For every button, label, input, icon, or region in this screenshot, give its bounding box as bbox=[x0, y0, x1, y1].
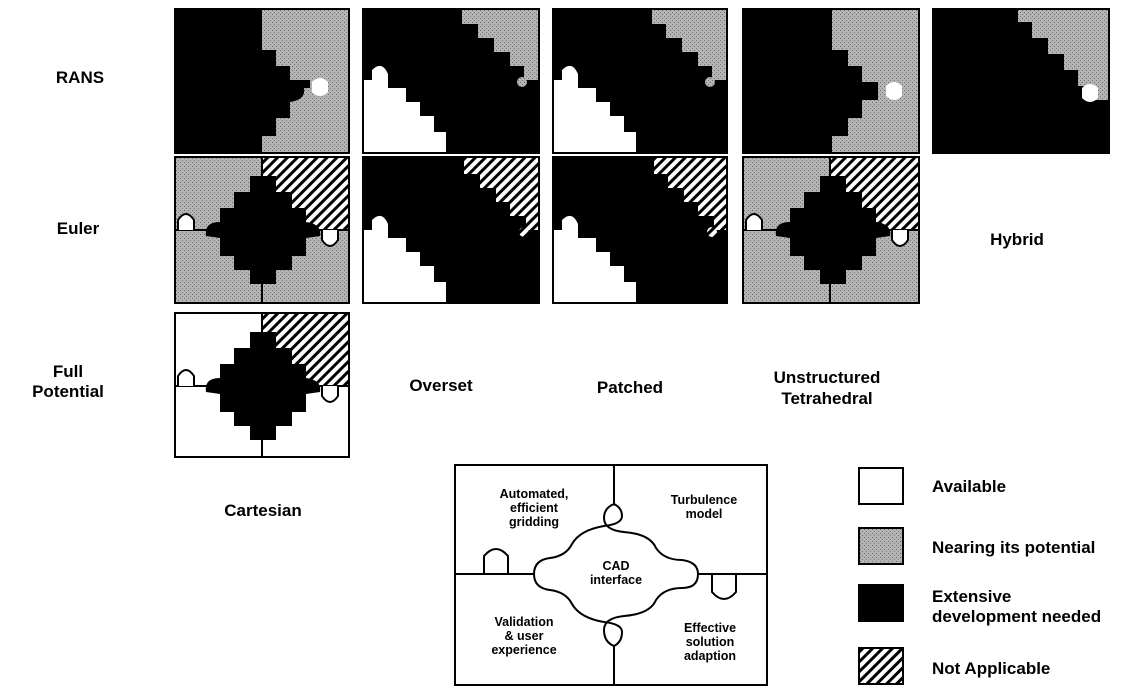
key-turbulence-2: model bbox=[686, 507, 723, 521]
legend-label-extensive-1: Extensive bbox=[932, 587, 1012, 606]
legend-swatch-extensive bbox=[858, 584, 904, 622]
tile-euler-unstructured bbox=[742, 156, 920, 304]
tile-rans-patched bbox=[552, 8, 728, 154]
legend-swatch-not-applicable bbox=[858, 647, 904, 685]
row-label-rans: RANS bbox=[55, 68, 105, 87]
key-adaption-1: Effective bbox=[684, 621, 736, 635]
key-automated-gridding-1: Automated, bbox=[500, 487, 569, 501]
key-validation-1: Validation bbox=[494, 615, 553, 629]
tile-euler-overset bbox=[362, 156, 540, 304]
key-validation-2: & user bbox=[505, 629, 544, 643]
key-validation-3: experience bbox=[491, 643, 556, 657]
legend-swatch-available bbox=[858, 467, 904, 505]
key-automated-gridding-2: efficient bbox=[510, 501, 559, 515]
key-cad-1: CAD bbox=[602, 559, 629, 573]
tile-rans-hybrid bbox=[932, 8, 1110, 154]
column-label-cartesian: Cartesian bbox=[224, 501, 302, 520]
tile-rans-unstructured bbox=[742, 8, 920, 154]
legend-label-not-applicable: Not Applicable bbox=[932, 659, 1051, 678]
row-label-full-potential-2: Potential bbox=[32, 382, 104, 401]
tile-euler-patched bbox=[552, 156, 728, 304]
column-label-overset: Overset bbox=[409, 376, 473, 395]
key-cad-2: interface bbox=[590, 573, 642, 587]
key-automated-gridding-3: gridding bbox=[509, 515, 559, 529]
legend-label-nearing: Nearing its potential bbox=[932, 538, 1096, 557]
column-label-unstructured-1: Unstructured bbox=[773, 368, 881, 387]
tile-rans-overset bbox=[362, 8, 540, 154]
tile-full-potential-cartesian bbox=[174, 312, 350, 458]
tile-rans-cartesian bbox=[174, 8, 350, 154]
column-label-patched: Patched bbox=[596, 378, 664, 397]
legend-label-extensive-2: development needed bbox=[932, 607, 1102, 626]
column-label-unstructured-2: Tetrahedral bbox=[781, 389, 873, 408]
row-label-euler: Euler bbox=[56, 219, 100, 238]
legend-swatch-nearing bbox=[858, 527, 904, 565]
key-adaption-3: adaption bbox=[684, 649, 736, 663]
key-adaption-2: solution bbox=[686, 635, 735, 649]
key-turbulence-1: Turbulence bbox=[671, 493, 737, 507]
row-label-full-potential-1: Full bbox=[52, 362, 84, 381]
puzzle-key: Automated, efficient gridding Turbulence… bbox=[454, 464, 768, 686]
column-label-hybrid: Hybrid bbox=[990, 230, 1044, 249]
legend-label-available: Available bbox=[932, 477, 1007, 496]
tile-euler-cartesian bbox=[174, 156, 350, 304]
